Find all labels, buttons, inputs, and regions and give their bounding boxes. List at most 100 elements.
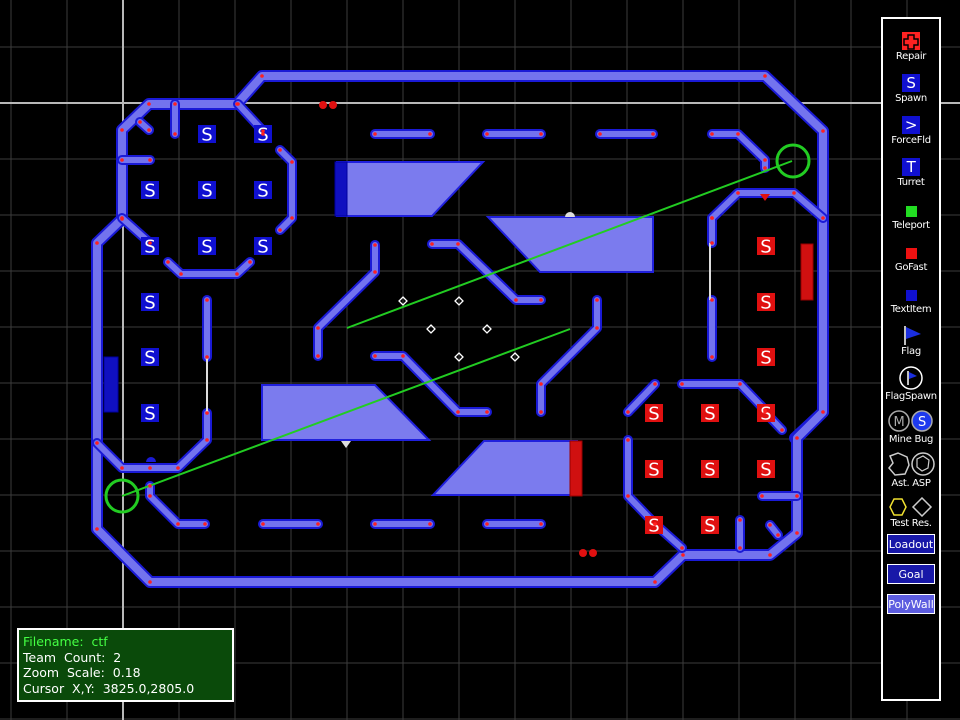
red-spawn[interactable]: S (645, 404, 663, 425)
wall-vertex (173, 132, 177, 136)
palette-item-spawn[interactable]: S Spawn (883, 74, 939, 104)
red-spawn[interactable]: S (701, 460, 719, 481)
resource-diamond[interactable] (482, 324, 492, 334)
blue-spawn[interactable]: S (198, 125, 216, 146)
wall-segment (767, 522, 781, 538)
blue-spawn-box (141, 348, 159, 366)
spawn-label: S (760, 237, 771, 258)
gofast-markers[interactable] (319, 101, 597, 557)
spawn-label: S (704, 516, 715, 537)
red-spawn[interactable]: S (757, 460, 775, 481)
resource-diamond[interactable] (426, 324, 436, 334)
wall-vertex (428, 132, 432, 136)
red-spawn-box (701, 404, 719, 422)
blue-spawn[interactable]: S (141, 293, 159, 314)
spawn-label: S (760, 348, 771, 369)
blue-spawn[interactable]: S (141, 404, 159, 425)
wall-vertex (821, 129, 825, 133)
turrets[interactable] (146, 194, 770, 462)
team-count-label: Team Count: (23, 649, 106, 665)
wall-segment (165, 259, 253, 277)
teleporters[interactable] (104, 143, 811, 514)
palette-item-mine-bug[interactable]: M S Mine Bug (883, 409, 939, 445)
resource-items[interactable] (398, 296, 520, 362)
blue-spawn-box (198, 125, 216, 143)
team-goal-zones[interactable] (103, 161, 814, 497)
wall-vertex (710, 132, 714, 136)
wall-vertex (710, 216, 714, 220)
palette-item-test-resource[interactable]: Test Res. (883, 497, 939, 529)
spawn-label: S (648, 404, 659, 425)
blue-spawn-box (141, 237, 159, 255)
red-spawn[interactable]: S (701, 516, 719, 537)
palette-label: Flag (901, 346, 921, 357)
red-team-spawns[interactable]: S S S S S S S S S S S (645, 237, 775, 537)
blue-spawn[interactable]: S (141, 348, 159, 369)
wall-vertex (148, 580, 152, 584)
palette-label: FlagSpawn (885, 391, 937, 402)
wall-vertex (710, 241, 714, 245)
resource-diamond[interactable] (454, 352, 464, 362)
wall-vertex (598, 132, 602, 136)
wall-segment (538, 297, 600, 415)
wall-vertex (821, 410, 825, 414)
blue-spawn-box (141, 293, 159, 311)
wall-vertex (173, 102, 177, 106)
wall-vertex (763, 408, 767, 412)
loadout-button[interactable]: Loadout (887, 534, 935, 554)
blue-spawn[interactable]: S (141, 237, 159, 258)
palette-item-forcefield[interactable]: > ForceFld (883, 116, 939, 146)
wall-vertex (595, 326, 599, 330)
item-palette: Repair S Spawn > ForceFld T Turret Telep… (881, 17, 941, 701)
red-spawn[interactable]: S (757, 237, 775, 258)
asteroid-icon (888, 452, 935, 476)
spawn-label: S (257, 237, 268, 258)
goal-button[interactable]: Goal (887, 564, 935, 584)
team-count-row: Team Count: 2 (23, 650, 232, 666)
blue-spawn[interactable]: S (254, 181, 272, 202)
wall-vertex (148, 466, 152, 470)
resource-diamond[interactable] (510, 352, 520, 362)
palette-item-flagspawn[interactable]: FlagSpawn (883, 366, 939, 402)
palette-item-textitem[interactable]: TextItem (883, 289, 939, 315)
resource-diamond[interactable] (454, 296, 464, 306)
red-spawn-box (645, 404, 663, 422)
blue-spawn[interactable]: S (198, 181, 216, 202)
red-spawn[interactable]: S (757, 293, 775, 314)
palette-item-gofast[interactable]: GoFast (883, 247, 939, 273)
red-spawn[interactable]: S (645, 460, 663, 481)
red-spawn[interactable]: S (701, 404, 719, 425)
wall-vertex (373, 132, 377, 136)
palette-item-turret[interactable]: T Turret (883, 158, 939, 188)
wall-vertex (539, 132, 543, 136)
polywall-button[interactable]: PolyWall (887, 594, 935, 614)
wall-vertex (147, 102, 151, 106)
wall-vertex (176, 466, 180, 470)
palette-item-flag[interactable]: Flag (883, 325, 939, 357)
spawn-label: S (760, 404, 771, 425)
resource-diamond[interactable] (398, 296, 408, 306)
palette-item-teleport[interactable]: Teleport (883, 205, 939, 231)
blue-spawn[interactable]: S (198, 237, 216, 258)
wall-vertex (653, 382, 657, 386)
zoom-label: Zoom Scale: (23, 665, 105, 680)
blue-spawn[interactable]: S (141, 181, 159, 202)
palette-item-repair[interactable]: Repair (883, 32, 939, 62)
spawn-label: S (201, 181, 212, 202)
red-spawn[interactable]: S (757, 404, 775, 425)
spawn-glyph: S (906, 74, 915, 92)
wall-vertex (205, 411, 209, 415)
wall-vertex (205, 355, 209, 359)
palette-item-asteroid[interactable]: Ast. ASP (883, 451, 939, 489)
red-spawn[interactable]: S (757, 348, 775, 369)
spawn-label: S (201, 237, 212, 258)
cursor-label: Cursor X,Y: (23, 680, 95, 696)
red-spawn[interactable]: S (645, 516, 663, 537)
spawn-label: S (648, 460, 659, 481)
blue-spawn[interactable]: S (254, 237, 272, 258)
wall-vertex (768, 553, 772, 557)
wall-vertices (95, 74, 825, 584)
palette-label: Turret (897, 177, 925, 188)
wall-vertex (763, 158, 767, 162)
